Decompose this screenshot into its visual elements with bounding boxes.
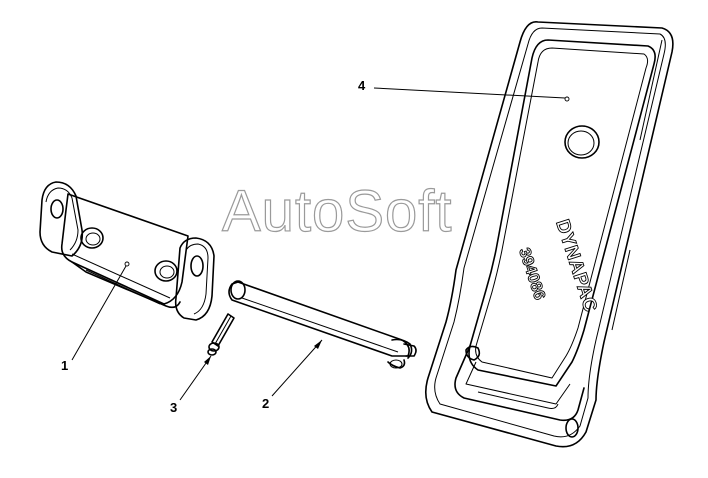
leader-line-1 <box>71 265 127 361</box>
leader-arrow-2 <box>314 340 322 349</box>
callout-1: 1 <box>61 358 69 373</box>
leader-arrow-3 <box>204 356 211 365</box>
callout-3: 3 <box>170 400 178 415</box>
pedal-plate <box>424 21 674 448</box>
leader-line-2 <box>271 339 323 397</box>
pedal-part-number-text: 394086 <box>515 246 548 302</box>
leader-line-4 <box>373 87 566 99</box>
watermark: AutoSoft <box>221 178 453 244</box>
callout-2: 2 <box>262 396 270 411</box>
hinge-bracket <box>39 181 215 321</box>
hinge-pin <box>228 280 417 369</box>
split-pin <box>207 313 235 356</box>
pedal-logo-text: DYNAPAC <box>551 217 601 315</box>
callout-4: 4 <box>358 78 366 93</box>
